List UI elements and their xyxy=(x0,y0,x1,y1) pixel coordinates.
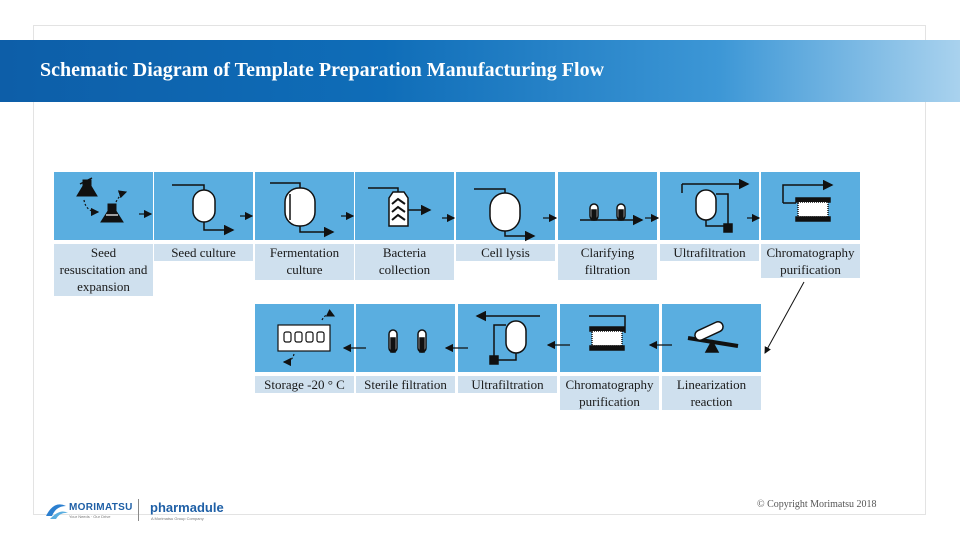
filter-cartridge-pair-icon xyxy=(388,329,427,353)
label-sterile-filtration: Sterile filtration xyxy=(356,376,455,393)
morimatsu-logo-tagline: Your Needs · Our Drive xyxy=(69,514,111,519)
label-linearization: Linearization reaction xyxy=(662,376,761,410)
label-seed-culture: Seed culture xyxy=(154,244,253,261)
morimatsu-logo-mark xyxy=(46,504,68,519)
page-title: Schematic Diagram of Template Preparatio… xyxy=(40,59,605,81)
copyright-text: © Copyright Morimatsu 2018 xyxy=(757,499,877,510)
label-chromatography-1: Chromatography purification xyxy=(761,244,860,278)
large-fermenter-icon xyxy=(270,182,335,238)
slide-frame xyxy=(33,25,926,515)
filter-cartridge-pair-icon xyxy=(580,203,644,226)
centrifuge-icon xyxy=(368,187,432,227)
flow-arrows-row1 xyxy=(139,209,761,223)
label-storage: Storage -20 ° C xyxy=(255,376,354,393)
step-sterile-filtration xyxy=(356,304,455,372)
step-clarifying-filtration xyxy=(558,172,657,240)
logo-divider xyxy=(138,499,139,521)
fermenter-vessel-icon xyxy=(172,184,235,236)
label-clarifying-filtration: Clarifying filtration xyxy=(558,244,657,280)
label-bacteria-collection: Bacteria collection xyxy=(355,244,454,280)
pharmadule-logo-tagline: A Morimatsu Group Company xyxy=(151,516,204,521)
chromatography-column-icon xyxy=(782,179,834,222)
uf-vessel-pump-icon xyxy=(475,310,540,365)
label-fermentation-culture: Fermentation culture xyxy=(255,244,354,280)
reaction-tilt-icon xyxy=(687,321,739,353)
pharmadule-logo-text: pharmadule xyxy=(150,500,224,515)
step-seed-resuscitation xyxy=(54,172,153,240)
chromatography-column-icon xyxy=(589,315,626,351)
label-cell-lysis: Cell lysis xyxy=(456,244,555,261)
flow-arrows-row2 xyxy=(342,340,672,353)
label-ultrafiltration-2: Ultrafiltration xyxy=(458,376,557,393)
flask-pair-icon xyxy=(76,177,128,223)
row-connector-arrow xyxy=(764,281,805,354)
lysis-vessel-icon xyxy=(474,188,536,242)
uf-vessel-pump-icon xyxy=(681,178,750,233)
label-chromatography-2: Chromatography purification xyxy=(560,376,659,410)
label-ultrafiltration-1: Ultrafiltration xyxy=(660,244,759,261)
storage-freezer-icon xyxy=(277,309,336,367)
title-banner: Schematic Diagram of Template Preparatio… xyxy=(0,40,960,102)
label-seed-resuscitation: Seed resuscitation and expansion xyxy=(54,244,153,296)
morimatsu-logo-text: MORIMATSU xyxy=(69,502,133,513)
step-linearization xyxy=(662,304,761,372)
